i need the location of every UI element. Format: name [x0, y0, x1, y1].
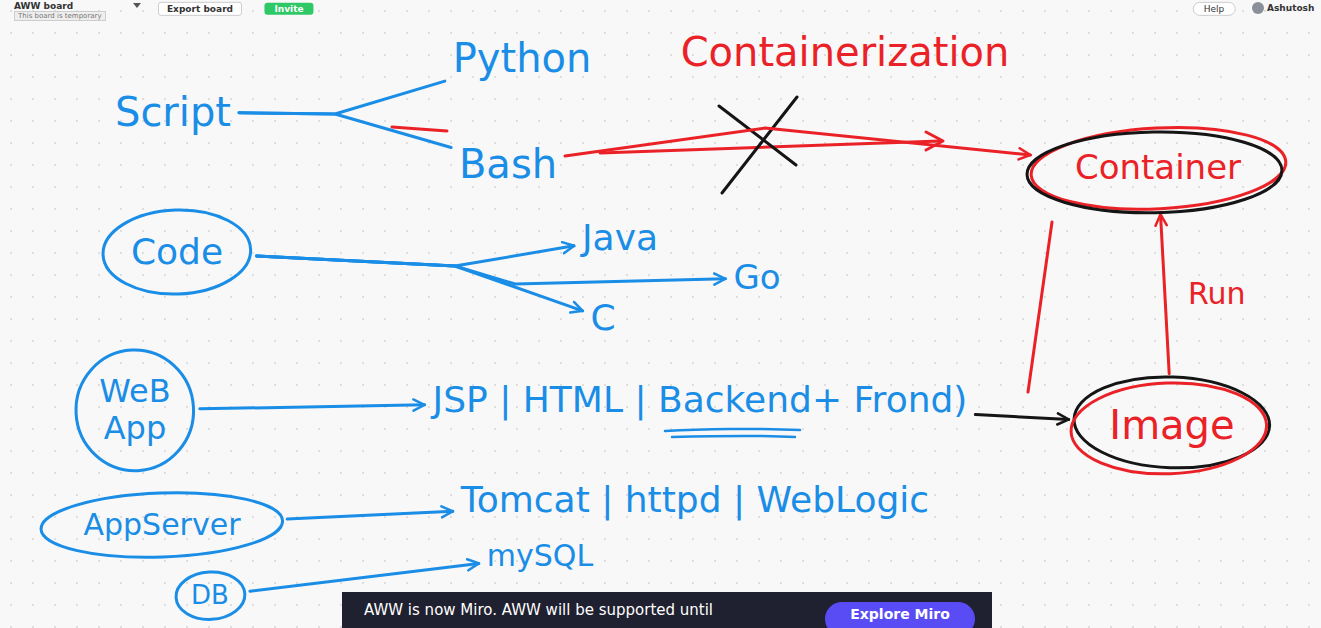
connector-arrow [1161, 214, 1170, 373]
hand-drawn-circle [73, 347, 197, 474]
node-text: DB [191, 581, 229, 611]
export-button: Export board [158, 2, 242, 16]
underline [665, 429, 800, 437]
connector-arrow [200, 405, 425, 409]
edge-label: Run [1185, 277, 1249, 312]
connector-arrow [975, 415, 1068, 420]
connector-arrow [239, 113, 451, 148]
node-text: C [590, 297, 615, 338]
node-text: Image [1109, 402, 1234, 448]
node-text: Script [115, 89, 231, 135]
node-text: Python [453, 35, 592, 81]
invite-button: Invite [264, 3, 313, 15]
circled-term: Container [1028, 125, 1289, 212]
hand-drawn-circle [1029, 121, 1288, 215]
circled-term: Image [1071, 377, 1273, 474]
avatar-icon [1252, 2, 1264, 14]
connector-arrow [250, 563, 479, 591]
handwritten-term: Go [729, 256, 784, 299]
node-text: Java [582, 217, 658, 258]
circled-term: DB [173, 569, 248, 622]
handwritten-term: Tomcat | httpd | WebLogic [457, 477, 933, 522]
connector-arrow [565, 128, 1030, 156]
connector-arrow [257, 256, 726, 284]
hand-drawn-circle [174, 571, 245, 622]
node-text: Code [131, 231, 223, 272]
cross-mark [719, 97, 797, 193]
handwritten-term: Bash [455, 139, 561, 189]
node-text: WeB App [99, 373, 170, 447]
user-name: Ashutosh [1267, 3, 1314, 13]
node-text: Container [1075, 148, 1241, 187]
dropdown-caret [133, 3, 141, 8]
help-button: Help [1193, 2, 1236, 16]
handwritten-term: Java [578, 215, 662, 260]
handwritten-term: Script [111, 87, 235, 137]
topic-heading: Containerization [681, 29, 1010, 75]
connector-arrow [287, 511, 453, 519]
connector-arrow [239, 81, 445, 114]
handwritten-term: C [586, 295, 619, 340]
node-text: mySQL [487, 539, 593, 574]
node-text: JSP | HTML | Backend+ Frond) [433, 379, 968, 420]
handwritten-term: JSP | HTML | Backend+ Frond) [429, 377, 972, 422]
red-dash [392, 127, 447, 131]
board-menu: AWW board [14, 1, 73, 11]
explore-button [825, 602, 975, 628]
hand-drawn-circle [1026, 129, 1282, 214]
hand-drawn-circle [102, 207, 252, 296]
hand-drawn-circle [40, 489, 284, 561]
node-text: Bash [459, 141, 557, 187]
handwritten-term: Python [449, 33, 596, 83]
banner-text: AWW is now Miro. AWW will be supported u… [364, 602, 713, 619]
node-text: Tomcat | httpd | WebLogic [461, 479, 929, 520]
handwritten-term: mySQL [483, 537, 597, 576]
node-text: Go [733, 258, 780, 297]
hand-drawn-circle [1070, 379, 1269, 476]
node-text: AppServer [83, 508, 240, 543]
circled-term: AppServer [38, 490, 286, 560]
banner-button-text: Explore Miro [850, 606, 950, 622]
circled-term: WeB App [73, 347, 197, 474]
board-note: This board is temporary [14, 11, 106, 21]
circled-term: Code [100, 207, 254, 297]
red-stroke [1028, 222, 1052, 392]
